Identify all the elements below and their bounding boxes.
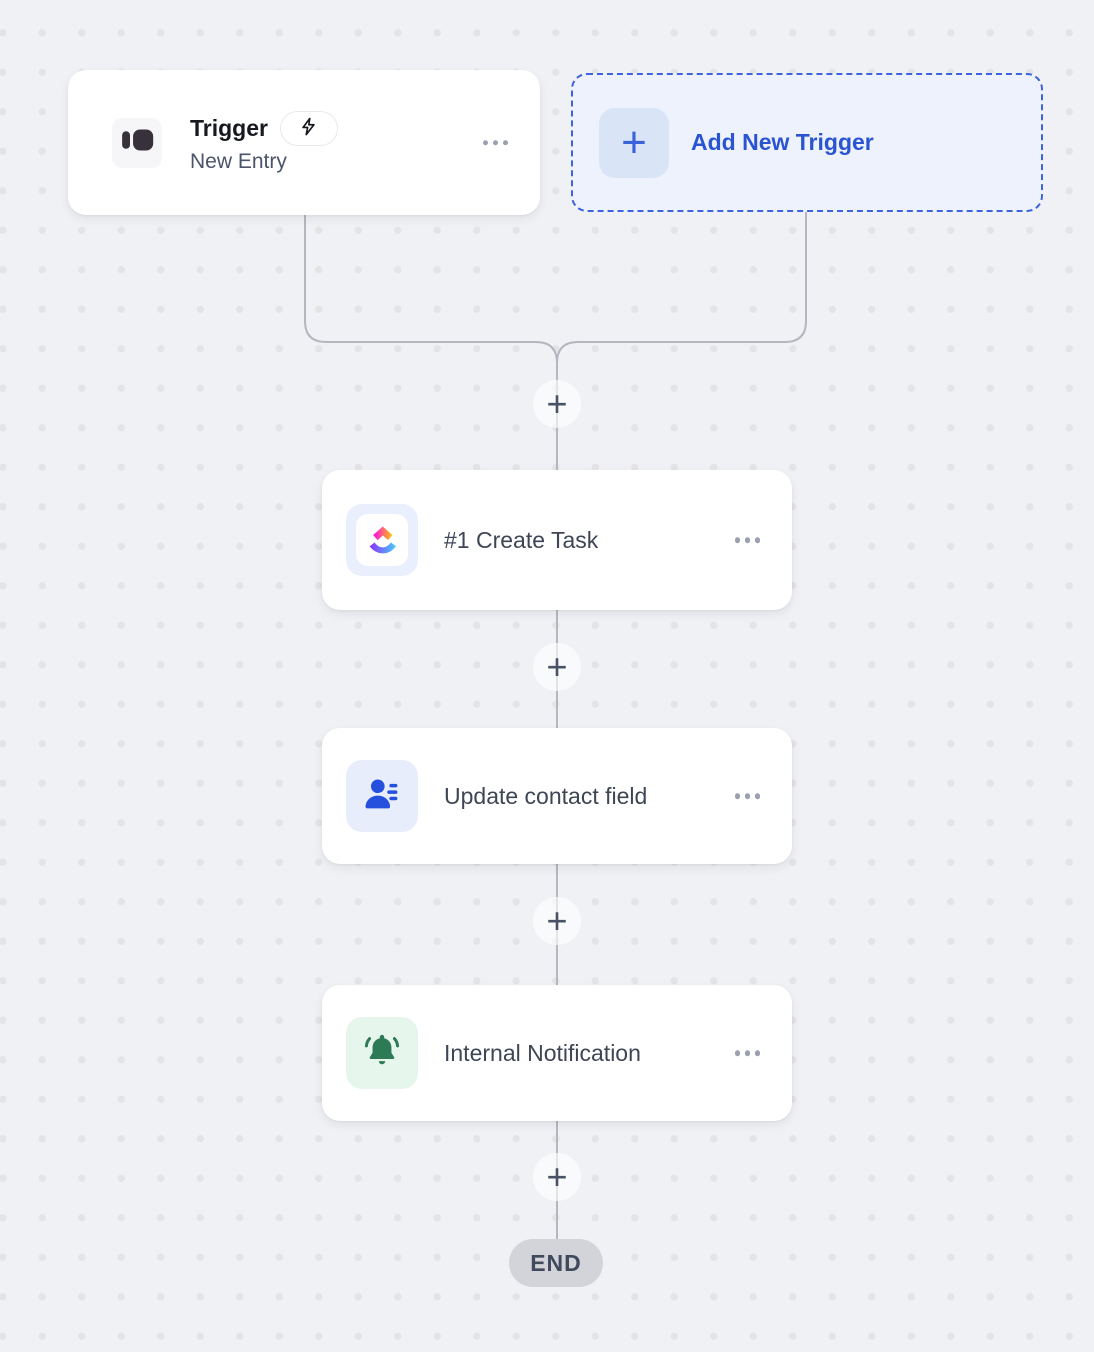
lightning-icon [298, 116, 319, 142]
ellipsis-menu-icon [734, 1050, 740, 1056]
plus-icon: + [599, 107, 669, 178]
node-menu-button[interactable] [733, 1044, 763, 1062]
form-app-logo-icon [116, 119, 158, 166]
trigger-node-card[interactable]: Trigger New Entry [68, 70, 540, 215]
node-card-update-contact[interactable]: Update contact field [322, 728, 792, 864]
node-menu-button[interactable] [733, 531, 763, 549]
add-step-button-4[interactable]: + [533, 1153, 581, 1201]
ellipsis-menu-icon [734, 537, 740, 543]
add-step-button-2[interactable]: + [533, 643, 581, 691]
node-card-create-task[interactable]: #1 Create Task [322, 470, 792, 610]
node-menu-button[interactable] [733, 787, 763, 805]
node-icon-box [346, 760, 418, 832]
add-new-trigger-button[interactable]: + Add New Trigger [571, 73, 1043, 212]
add-step-button-1[interactable]: + [533, 380, 581, 428]
trigger-app-logo-box [112, 117, 162, 168]
add-step-button-3[interactable]: + [533, 897, 581, 945]
bell-icon [361, 1030, 403, 1077]
node-icon-box [346, 504, 418, 576]
flow-end-badge: END [509, 1239, 603, 1287]
trigger-card-title: Trigger [190, 115, 268, 141]
contact-card-icon [361, 773, 403, 820]
trigger-card-menu-button[interactable] [481, 134, 511, 152]
ellipsis-menu-icon [482, 139, 488, 146]
trigger-card-subtitle: New Entry [190, 150, 287, 173]
clickup-icon [356, 514, 408, 566]
trigger-type-badge [279, 111, 338, 146]
node-label: Internal Notification [444, 1039, 641, 1066]
node-icon-box [346, 1017, 418, 1089]
node-card-internal-notification[interactable]: Internal Notification [322, 985, 792, 1121]
node-label: #1 Create Task [444, 526, 599, 553]
ellipsis-menu-icon [734, 793, 740, 799]
node-label: Update contact field [444, 782, 648, 809]
add-new-trigger-label: Add New Trigger [691, 129, 874, 155]
